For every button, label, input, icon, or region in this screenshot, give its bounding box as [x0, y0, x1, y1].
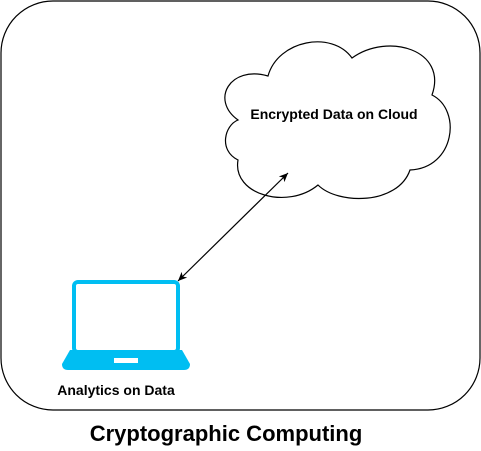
laptop-screen: [72, 280, 180, 354]
laptop-trackpad: [114, 358, 138, 363]
diagram-caption: Cryptographic Computing: [89, 421, 363, 446]
laptop-icon: [62, 280, 190, 370]
connector-arrow: [177, 172, 289, 282]
cloud-label: Encrypted Data on Cloud: [250, 106, 418, 122]
laptop-label: Analytics on Data: [57, 382, 175, 398]
